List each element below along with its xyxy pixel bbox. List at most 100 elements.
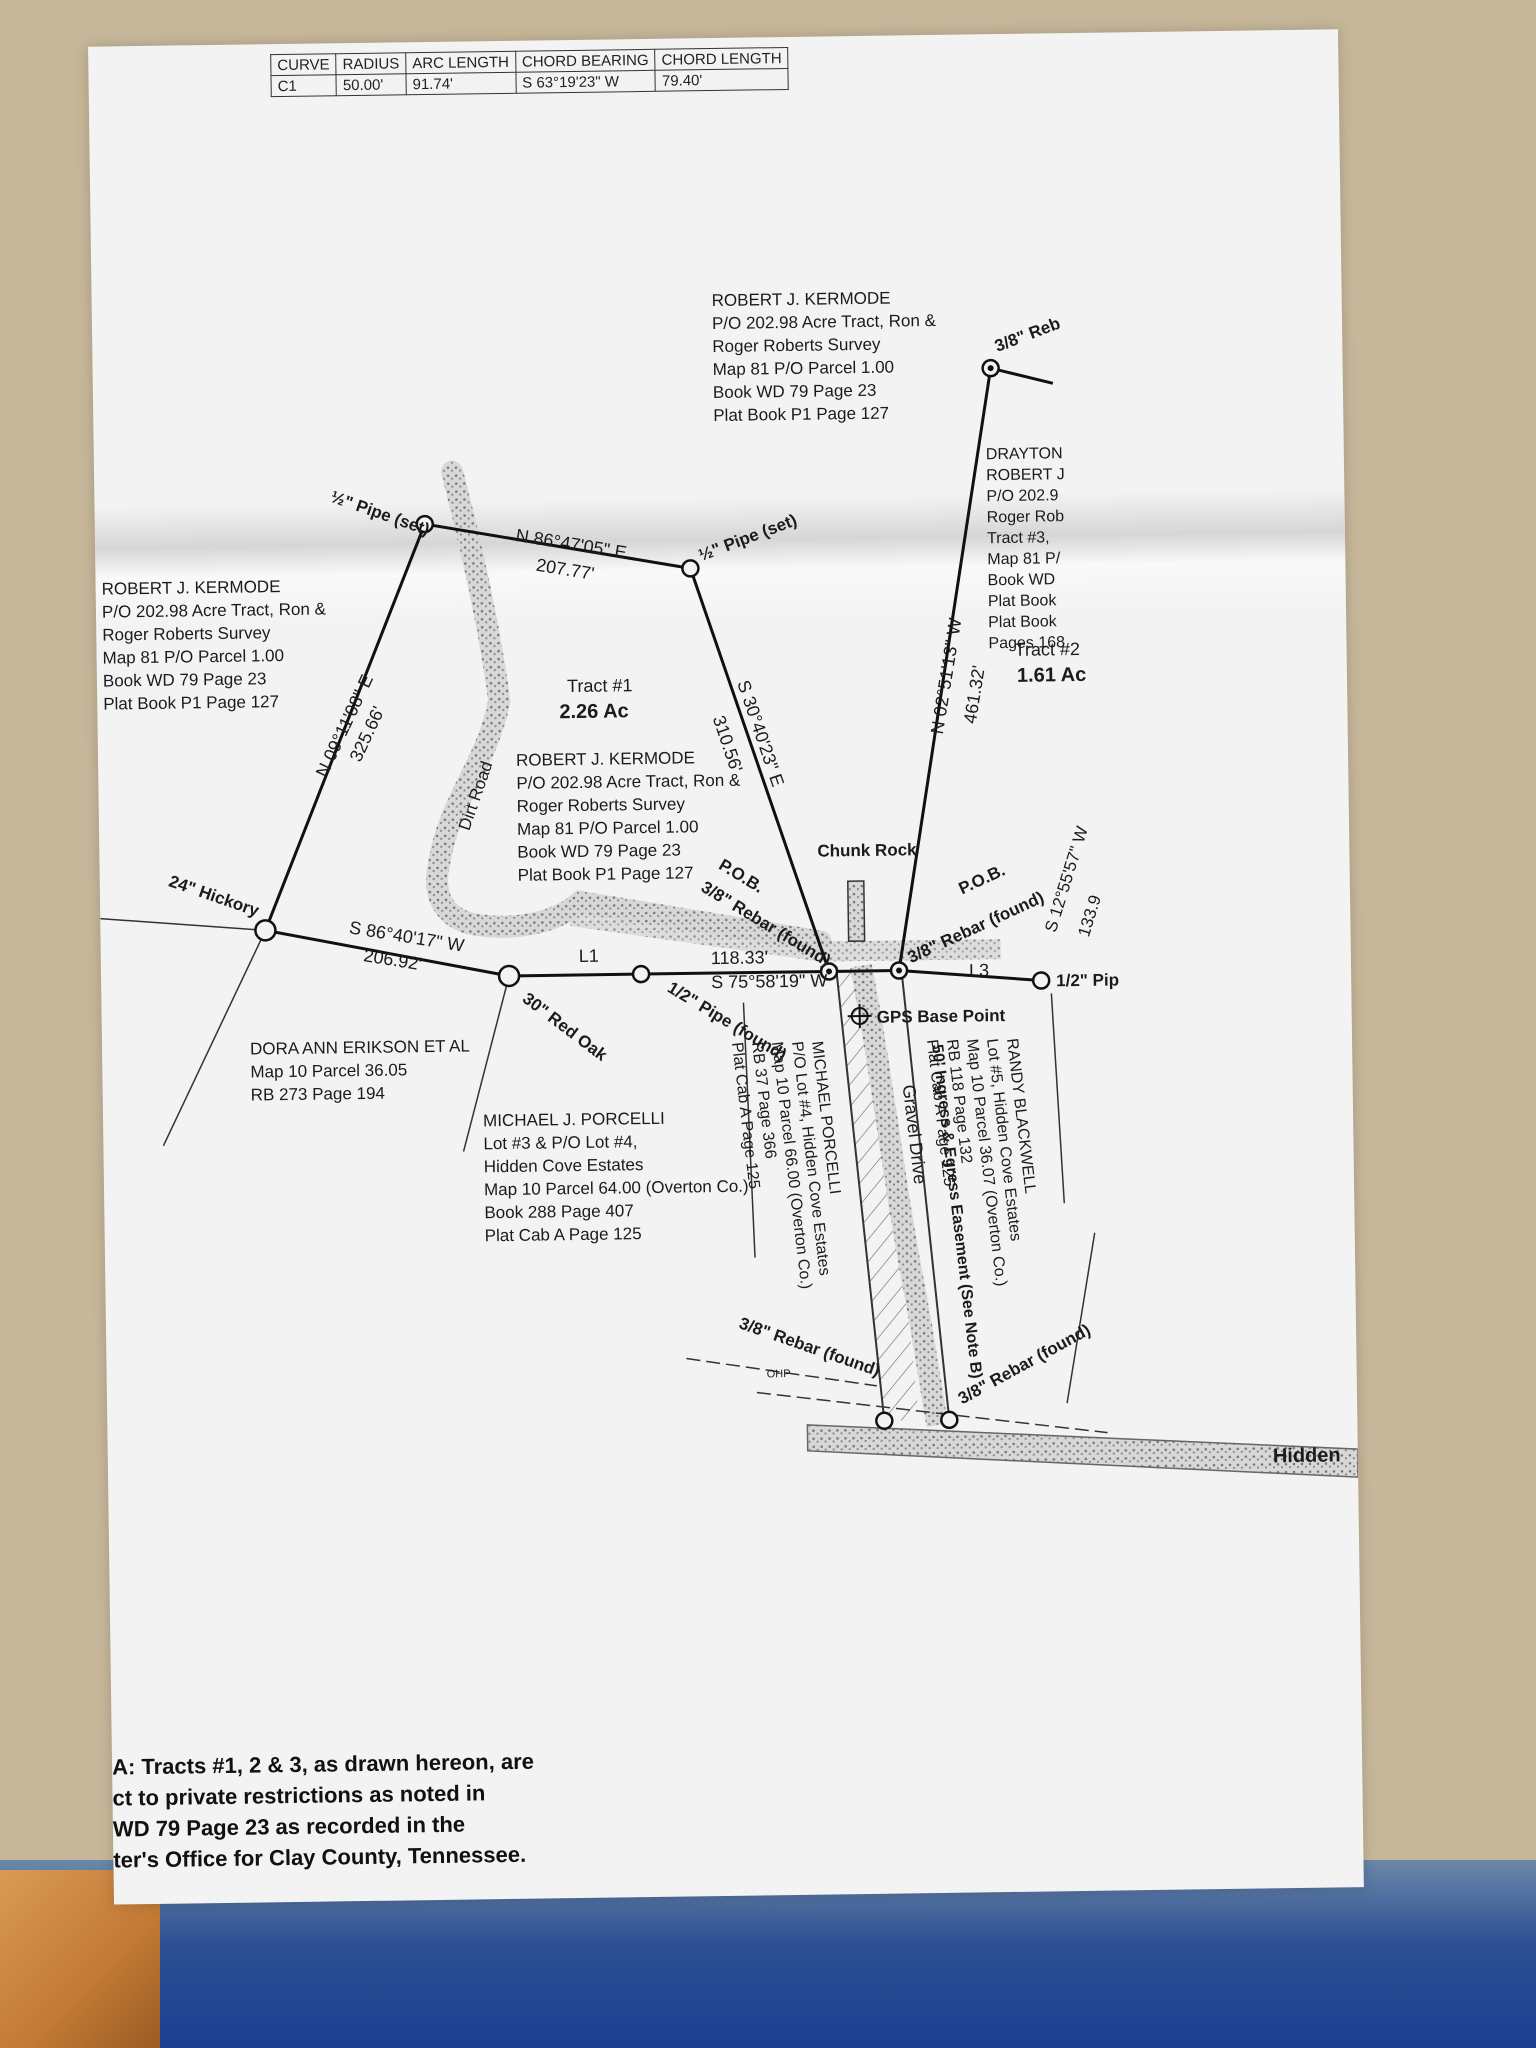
owner-line: P/O 202.98 Acre Tract, Ron & [712, 311, 937, 333]
owner-line: Plat Cab A Page 125 [485, 1224, 642, 1245]
owner-kermode-top: ROBERT J. KERMODE P/O 202.98 Acre Tract,… [712, 289, 937, 425]
easement-line-west [834, 966, 886, 1421]
adjoiner-line [100, 917, 266, 932]
owner-porcelli-lot4: MICHAEL PORCELLI P/O Lot #4, Hidden Cove… [728, 1040, 843, 1290]
owner-line: Map 81 P/ [987, 550, 1061, 568]
owner-line: Map 10 Parcel 36.05 [250, 1060, 407, 1081]
owner-line: Book 288 Page 407 [484, 1201, 634, 1222]
owner-line: DRAYTON [986, 445, 1063, 463]
tract1-name: Tract #1 [567, 675, 633, 696]
owner-line: ROBERT J. KERMODE [712, 289, 891, 310]
survey-plat-sheet: CURVE RADIUS ARC LENGTH CHORD BEARING CH… [88, 29, 1364, 1905]
owner-line: Roger Rob [987, 508, 1065, 526]
owner-line: ROBERT J. KERMODE [102, 577, 281, 598]
owner-kermode-center: ROBERT J. KERMODE P/O 202.98 Acre Tract,… [516, 748, 741, 884]
owner-line: MICHAEL J. PORCELLI [483, 1109, 665, 1131]
owner-line: Map 81 P/O Parcel 1.00 [102, 646, 284, 668]
tract1-area: 2.26 Ac [559, 700, 629, 723]
bearing-tract2-east-length: 133.9 [1074, 893, 1105, 939]
label-rebar-top: 3/8" Reb [992, 314, 1063, 356]
owner-line: Hidden Cove Estates [484, 1155, 644, 1176]
owner-drayton: DRAYTON ROBERT J P/O 202.9 Roger Rob Tra… [986, 445, 1065, 652]
note-a: A: Tracts #1, 2 & 3, as drawn hereon, ar… [112, 1745, 594, 1876]
easement-line-east [899, 965, 951, 1420]
owner-line: ROBERT J [986, 466, 1065, 484]
label-gps-base-point: GPS Base Point [877, 1006, 1006, 1027]
bearing-south2: S 75°58'19" W [711, 970, 827, 992]
line-label-l3: L3 [969, 960, 989, 980]
owner-line: Roger Roberts Survey [517, 794, 686, 815]
label-pipe-nw: ½" Pipe (set) [328, 487, 432, 539]
overhead-power-line [686, 1357, 877, 1387]
owner-line: ROBERT J. KERMODE [516, 748, 695, 769]
owner-kermode-left: ROBERT J. KERMODE P/O 202.98 Acre Tract,… [102, 577, 327, 713]
pipe-set-nw-marker [415, 514, 435, 534]
tract2-name: Tract #2 [1014, 639, 1080, 660]
owner-line: Book WD 79 Page 23 [103, 669, 267, 690]
gravel-drive-path [850, 963, 949, 1427]
owner-line: P/O 202.98 Acre Tract, Ron & [102, 599, 327, 621]
road-hidden-cove [806, 1424, 1359, 1478]
tract2-north-line [990, 366, 1054, 385]
tract2-area: 1.61 Ac [1017, 664, 1087, 687]
owner-line: Book WD [987, 571, 1055, 589]
owner-line: Map 81 P/O Parcel 1.00 [517, 817, 699, 839]
rebar-bottom-left-marker [875, 1411, 894, 1430]
plat-drawing: N 86°47'05" E 207.77' N 09°11'08" E 325.… [100, 289, 1359, 1478]
tract2-south-line [898, 968, 1042, 983]
pipe-right-marker [1031, 971, 1051, 990]
owner-line: Pages 168 [988, 634, 1065, 652]
chunk-rock-icon [847, 880, 866, 942]
bearing-east-length: 310.56' [709, 713, 747, 775]
adjoiner-line [462, 975, 510, 1152]
owner-line: Roger Roberts Survey [102, 623, 271, 644]
label-pipe-right: 1/2" Pip [1056, 970, 1119, 990]
owner-line: Plat Book P1 Page 127 [713, 404, 889, 425]
owner-line: Map 81 P/O Parcel 1.00 [712, 358, 894, 380]
gravel-drive-connector [570, 906, 1001, 962]
owner-porcelli-lot3: MICHAEL J. PORCELLI Lot #3 & P/O Lot #4,… [483, 1109, 749, 1246]
hickory-marker [254, 919, 277, 942]
owner-line: Plat Book [988, 613, 1058, 631]
owner-line: Book WD 79 Page 23 [713, 381, 877, 402]
adjoiner-line [1066, 1232, 1096, 1404]
owner-line: Roger Roberts Survey [712, 335, 881, 356]
tract2-west-line [897, 367, 993, 971]
owner-line: DORA ANN ERIKSON ET AL [250, 1036, 470, 1058]
label-chunk-rock: Chunk Rock [817, 840, 917, 860]
adjoiner-line [162, 930, 267, 1147]
label-red-oak: 30" Red Oak [519, 989, 611, 1065]
owner-line: Book WD 79 Page 23 [517, 841, 681, 862]
pob2-rebar-dot [896, 967, 903, 974]
bearing-tract2-west-length: 461.32' [960, 664, 989, 725]
rebar-bottom-right-marker [940, 1410, 959, 1430]
tract1-boundary [263, 522, 832, 978]
adjoiner-line [742, 1002, 756, 1258]
adjoiner-line [1050, 993, 1066, 1204]
label-pob2: P.O.B. [956, 861, 1008, 899]
label-hickory: 24" Hickory [166, 872, 262, 921]
dirt-road-path [426, 460, 832, 953]
owner-line: Plat Book P1 Page 127 [518, 863, 694, 884]
owner-line: Lot #3 & P/O Lot #4, [483, 1132, 637, 1153]
label-rebar-bottom-left: 3/8" Rebar (found) [737, 1314, 883, 1381]
pob-connector [829, 968, 900, 973]
owner-line: Plat Book [988, 592, 1058, 610]
red-oak-marker [497, 964, 521, 988]
rebar-top-dot [987, 365, 994, 372]
easement-hatch [835, 965, 920, 1421]
pob1-rebar-dot [826, 968, 833, 975]
gps-base-point-icon [847, 1004, 872, 1029]
owner-erikson: DORA ANN ERIKSON ET AL Map 10 Parcel 36.… [250, 1036, 470, 1105]
pipe-set-ne-marker [681, 559, 700, 578]
owner-line: P/O 202.98 Acre Tract, Ron & [516, 771, 741, 793]
bearing-north: N 86°47'05" E [514, 525, 628, 563]
label-pipe-ne: ½" Pipe (set) [696, 510, 799, 565]
owner-line: Plat Book P1 Page 127 [103, 692, 279, 713]
owner-blackwell: RANDY BLACKWELL Lot #5, Hidden Cove Esta… [923, 1037, 1038, 1287]
bearing-south2-length: 118.33' [711, 947, 768, 968]
line-label-l1: L1 [579, 946, 599, 966]
label-road-name: Hidden [1273, 1444, 1341, 1467]
owner-line: RB 273 Page 194 [251, 1084, 385, 1105]
owner-line: P/O 202.9 [986, 487, 1058, 505]
